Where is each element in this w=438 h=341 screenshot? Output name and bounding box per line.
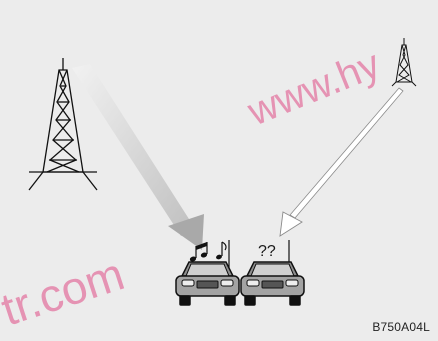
watermark-right: www.hy [241, 42, 386, 135]
watermark-left: tr.com [0, 247, 130, 335]
music-notes-icon [189, 242, 226, 262]
strong-signal-arrow [72, 64, 204, 250]
right-transmission-tower [392, 38, 416, 86]
question-marks-text: ?? [258, 243, 276, 260]
figure-code-label: B750A04L [372, 320, 430, 334]
